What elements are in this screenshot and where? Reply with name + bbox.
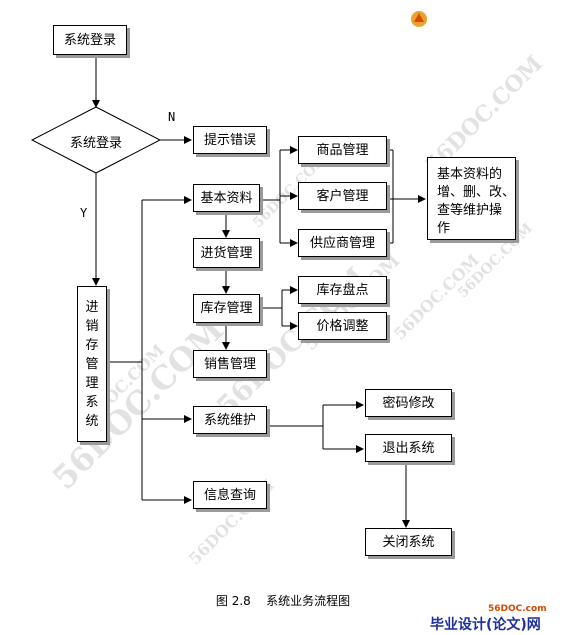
main-char: 进 [85,299,99,315]
edge-label-yes: Y [80,206,88,220]
main-char: 存 [85,337,99,353]
ops-line: 增、删、改、 [437,185,516,200]
node-start: 系统登录 [53,25,127,55]
node-maintenance: 系统维护 [193,406,267,434]
logo-url: 56DOC.com [488,604,547,614]
main-char: 统 [85,413,99,429]
decision-label: 系统登录 [69,136,122,151]
node-basic-info: 基本资料 [193,184,260,212]
node-logout: 退出系统 [365,434,452,462]
node-goods: 商品管理 [298,136,387,164]
main-char: 系 [85,394,99,410]
node-purchase: 进货管理 [193,238,260,268]
logo-text: 毕业设计(论文)网 [430,617,541,633]
node-stock-count: 库存盘点 [298,276,387,304]
ops-line: 查等维护操 [437,203,503,218]
figure-caption: 图 2.8 系统业务流程图 [215,594,351,608]
node-supplier: 供应商管理 [298,229,387,257]
main-char: 销 [85,318,99,334]
edge-label-no: N [168,110,176,124]
node-password: 密码修改 [365,389,452,417]
node-main-system: 进 销 存 管 理 系 统 [77,286,107,442]
decision-diamond [30,106,162,174]
ops-line: 作 [437,221,451,236]
node-price-adjust: 价格调整 [298,312,387,340]
node-shutdown: 关闭系统 [365,528,452,556]
node-query: 信息查询 [193,481,267,509]
node-basic-ops: 基本资料的 增、删、改、 查等维护操 作 [427,157,516,240]
node-error: 提示错误 [193,126,267,154]
node-sales: 销售管理 [193,350,267,378]
node-customer: 客户管理 [298,182,387,210]
logo-icon [411,11,427,27]
ops-line: 基本资料的 [437,167,503,182]
main-char: 管 [85,356,99,372]
main-char: 理 [85,375,99,391]
node-inventory: 库存管理 [193,294,260,323]
